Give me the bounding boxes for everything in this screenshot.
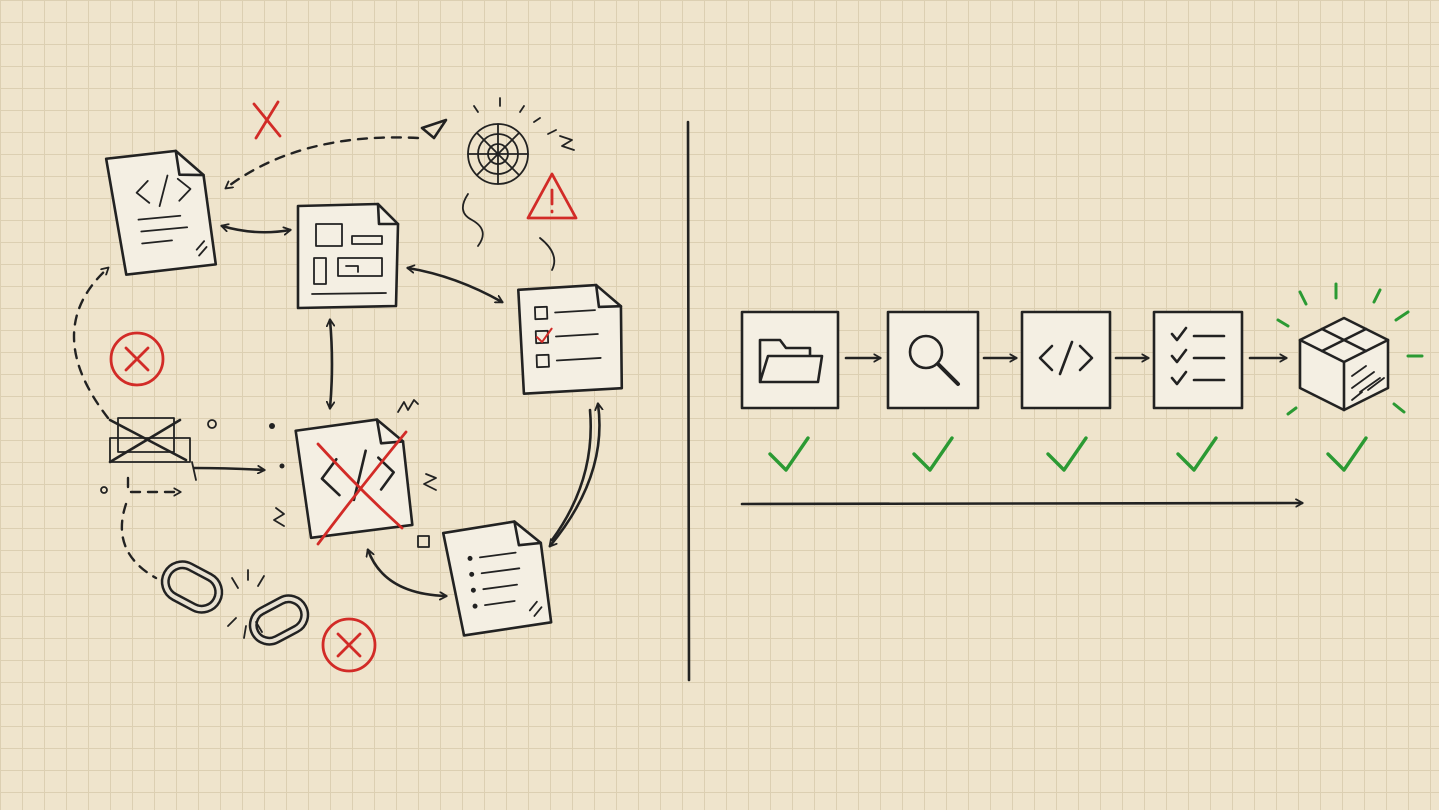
error-circle-icon (109, 331, 165, 387)
check-icon (768, 436, 810, 472)
sync-arrow (550, 408, 592, 542)
check-icon (912, 436, 954, 472)
sync-arrow (222, 226, 290, 232)
broken-code-file-icon (294, 418, 414, 540)
code-file-icon (104, 149, 218, 276)
dashed-loop-arrow (72, 268, 108, 420)
sync-arrow (330, 320, 332, 408)
spider-web-icon (462, 97, 575, 271)
progress-arrow (740, 503, 1302, 504)
cross-mark-icon (316, 430, 408, 546)
warning-triangle-icon (526, 172, 578, 220)
dashed-loop-arrow (120, 502, 158, 580)
broken-element-icon (108, 417, 191, 464)
broken-chain-icon (160, 560, 310, 646)
triangle-icon (420, 118, 448, 140)
check-icon (1046, 436, 1088, 472)
dashed-loop-arrow (126, 476, 180, 492)
divider-line (686, 120, 691, 682)
sync-arrow (550, 404, 599, 546)
sync-arrow (408, 268, 502, 304)
code-icon (1020, 310, 1112, 410)
clean-pipeline (740, 282, 1424, 504)
checklist-icon (1152, 310, 1244, 410)
error-circle-icon (321, 617, 377, 673)
folder-icon (740, 310, 840, 410)
checklist-file-icon (516, 283, 624, 395)
list-file-icon (441, 520, 553, 637)
sync-arrow (368, 550, 446, 596)
cross-mark-icon (252, 100, 282, 140)
check-icon (1326, 436, 1368, 472)
search-icon (886, 310, 980, 410)
flow-arrow (192, 468, 264, 470)
check-icon (1176, 436, 1218, 472)
layout-file-icon (296, 202, 400, 310)
chaotic-workflow (72, 97, 624, 673)
dashed-loop-arrow (226, 136, 420, 188)
package-icon (1276, 282, 1424, 416)
